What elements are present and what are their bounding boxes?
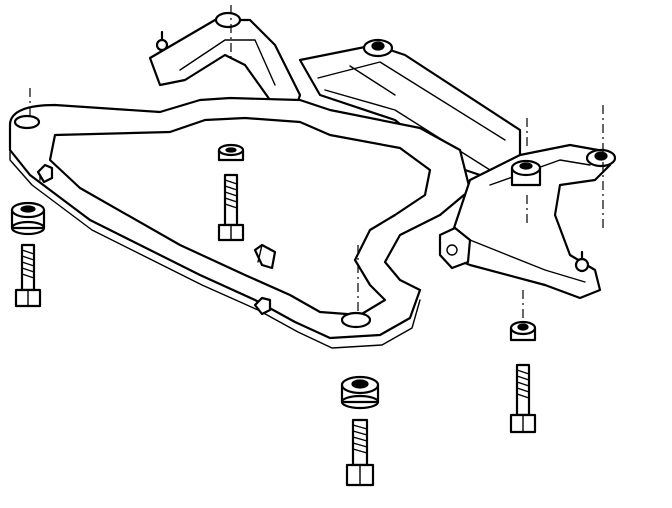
front-mount-insulator (10, 201, 46, 236)
alignment-lines (29, 5, 604, 318)
rear-mount-bolt (509, 363, 537, 434)
front-mount-bolt (14, 243, 42, 308)
rear-left-mount-insulator (340, 375, 380, 410)
frame (8, 96, 472, 349)
center-mount-bolt (217, 173, 245, 242)
rear-mount-insulator (510, 159, 542, 187)
rear-left-mount-bolt (345, 418, 375, 487)
rear-mount-lower-insulator (509, 320, 537, 342)
upper-control-arm-left (148, 11, 302, 112)
rear-crossmember (298, 38, 522, 182)
center-mount-insulator (217, 143, 245, 162)
